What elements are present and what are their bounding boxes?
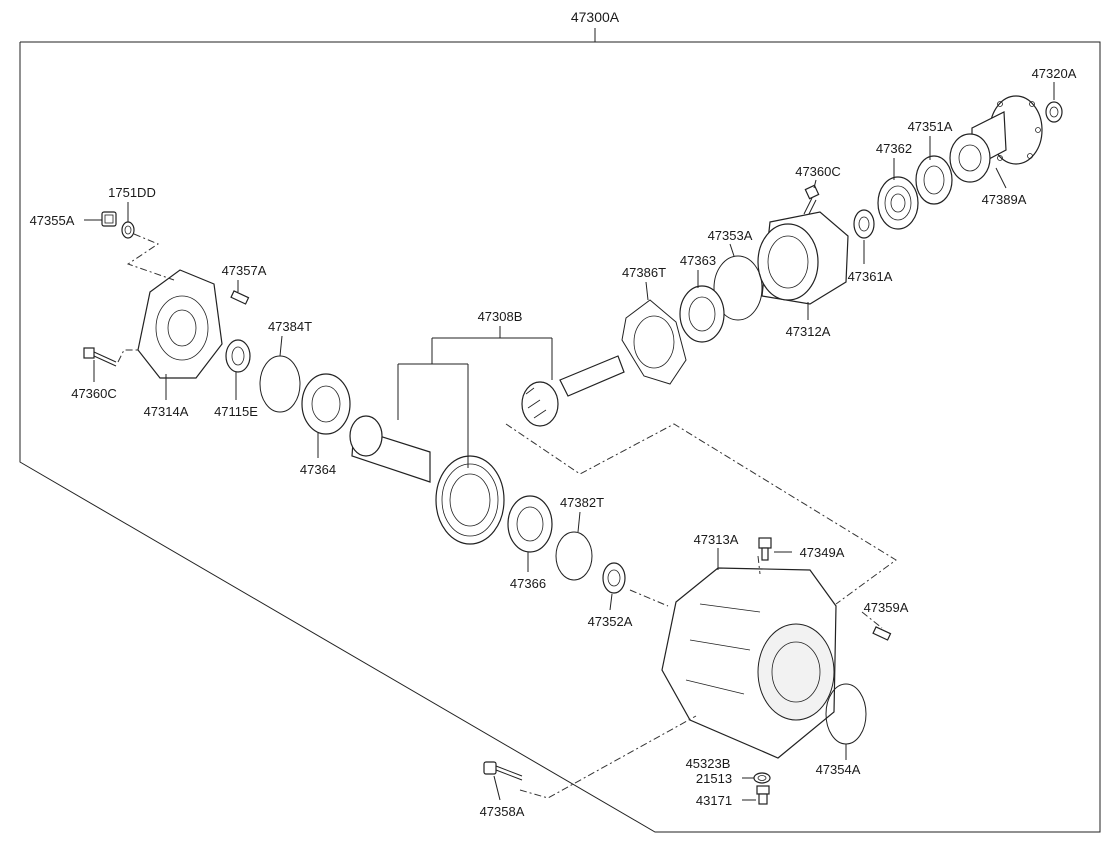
label-47360C-top: 47360C bbox=[795, 164, 841, 179]
part-43171-plug[interactable] bbox=[756, 785, 770, 805]
assembly-boundary bbox=[19, 28, 1101, 833]
label-47364: 47364 bbox=[300, 462, 336, 477]
label-47382T: 47382T bbox=[560, 495, 604, 510]
label-47308B: 47308B bbox=[478, 309, 523, 324]
label-47313A: 47313A bbox=[694, 532, 739, 547]
label-47384T: 47384T bbox=[268, 319, 312, 334]
label-47361A: 47361A bbox=[848, 269, 893, 284]
label-47349A: 47349A bbox=[800, 545, 845, 560]
part-47359A-pin[interactable] bbox=[872, 626, 892, 641]
part-47382T-ring[interactable] bbox=[555, 531, 593, 581]
part-47314A-cover[interactable] bbox=[137, 269, 223, 379]
part-47308B-output-shaft[interactable] bbox=[349, 415, 431, 483]
part-47308B-pinion-shaft[interactable] bbox=[521, 355, 625, 427]
label-47354A: 47354A bbox=[816, 762, 861, 777]
label-47314A: 47314A bbox=[144, 404, 189, 419]
label-47115E: 47115E bbox=[214, 404, 258, 419]
label-47352A: 47352A bbox=[588, 614, 633, 629]
part-47358A-bolt[interactable] bbox=[483, 761, 523, 781]
part-47320A-nut[interactable] bbox=[1045, 101, 1063, 123]
label-47355A: 47355A bbox=[30, 213, 75, 228]
part-47361A-spacer[interactable] bbox=[853, 209, 875, 239]
label-47366: 47366 bbox=[510, 576, 546, 591]
part-47357A-pin[interactable] bbox=[230, 290, 250, 305]
part-47386T-gasket[interactable] bbox=[621, 299, 687, 385]
part-47364-bearing[interactable] bbox=[301, 373, 351, 435]
part-47312A-housing[interactable] bbox=[757, 211, 849, 305]
part-labels: 47320A 47351A 47362 47360C 47389A 47353A… bbox=[30, 66, 1077, 819]
part-1751DD-washer[interactable] bbox=[121, 221, 135, 239]
label-43171: 43171 bbox=[696, 793, 732, 808]
part-47362-bearing[interactable] bbox=[877, 176, 919, 230]
label-47351A: 47351A bbox=[908, 119, 953, 134]
part-47349A-breather[interactable] bbox=[758, 537, 772, 561]
label-47358A: 47358A bbox=[480, 804, 525, 819]
part-47360C-top-bolt[interactable] bbox=[803, 184, 820, 217]
label-47363: 47363 bbox=[680, 253, 716, 268]
label-47320A: 47320A bbox=[1032, 66, 1077, 81]
label-47312A: 47312A bbox=[786, 324, 831, 339]
leader-lines bbox=[84, 82, 1055, 801]
part-47360C-left-bolt[interactable] bbox=[83, 347, 117, 367]
label-21513: 21513 bbox=[696, 771, 732, 786]
label-1751DD: 1751DD bbox=[108, 185, 156, 200]
part-47351A-seal[interactable] bbox=[915, 155, 953, 205]
label-47360C-left: 47360C bbox=[71, 386, 117, 401]
part-47115E-seal[interactable] bbox=[225, 339, 251, 373]
part-47366-bearing[interactable] bbox=[507, 495, 553, 553]
label-47353A: 47353A bbox=[708, 228, 753, 243]
label-47386T: 47386T bbox=[622, 265, 666, 280]
part-47308B-ring-gear[interactable] bbox=[435, 455, 505, 545]
part-47355A-plug[interactable] bbox=[101, 211, 117, 227]
assembly-number-label: 47300A bbox=[571, 9, 620, 25]
part-47363-bearing[interactable] bbox=[679, 285, 725, 343]
label-45323B: 45323B bbox=[686, 756, 731, 771]
part-47352A-seal[interactable] bbox=[602, 562, 626, 594]
part-47353A-oring[interactable] bbox=[713, 255, 763, 321]
47308B-bracket bbox=[397, 326, 553, 468]
label-47362: 47362 bbox=[876, 141, 912, 156]
part-21513-washer[interactable] bbox=[753, 772, 771, 784]
part-47389A-flange[interactable] bbox=[949, 95, 1043, 183]
part-47384T-ring[interactable] bbox=[259, 355, 301, 413]
alignment-lines bbox=[117, 233, 897, 799]
label-47359A: 47359A bbox=[864, 600, 909, 615]
part-47313A-main-housing[interactable] bbox=[661, 567, 837, 759]
label-47389A: 47389A bbox=[982, 192, 1027, 207]
label-47357A: 47357A bbox=[222, 263, 267, 278]
